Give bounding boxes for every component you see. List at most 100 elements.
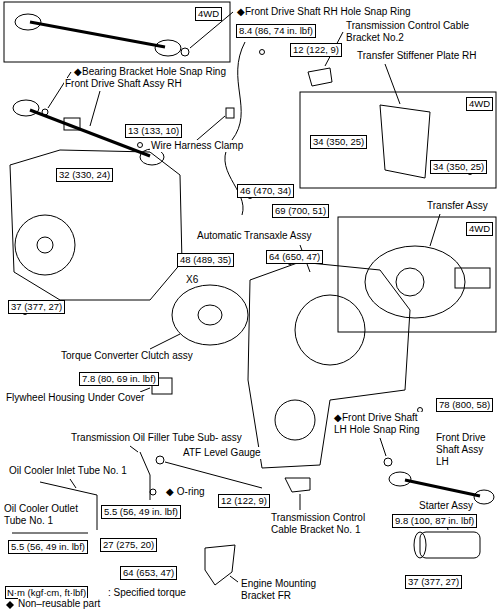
leader-line bbox=[90, 91, 100, 126]
torque-value: 7.8 (80, 69 in. lbf) bbox=[82, 373, 156, 384]
snap-ring bbox=[42, 109, 48, 115]
torque-box: 4WD bbox=[466, 97, 493, 111]
torque-value: 12 (122, 9) bbox=[221, 495, 267, 506]
drive-shaft bbox=[30, 22, 165, 47]
part-name: Starter Assy bbox=[418, 500, 474, 512]
bearing-bracket bbox=[64, 118, 80, 130]
transfer-flange bbox=[396, 268, 424, 296]
torque-box: 27 (275, 20) bbox=[100, 538, 157, 552]
part-name: Automatic Transaxle Assy bbox=[196, 230, 313, 242]
torque-value: 4WD bbox=[469, 223, 490, 234]
atf-gauge bbox=[165, 462, 262, 488]
outlet-tube bbox=[12, 533, 88, 534]
torque-value: 64 (650, 47) bbox=[269, 251, 320, 262]
quantity-mark: X6 bbox=[185, 274, 199, 286]
stiffener-plate bbox=[380, 105, 430, 178]
torque-box: 5.5 (56, 49 in. lbf) bbox=[8, 540, 88, 554]
torque-value: 5.5 (56, 49 in. lbf) bbox=[104, 506, 178, 517]
part-name: ◆Front Drive Shaft LH Hole Snap Ring bbox=[333, 412, 427, 436]
part-name: Oil Cooler Inlet Tube No. 1 bbox=[8, 465, 128, 477]
torque-box: 8.4 (86, 74 in. lbf) bbox=[236, 24, 316, 38]
transaxle-cover bbox=[275, 400, 315, 440]
torque-box: 4WD bbox=[466, 222, 493, 236]
torque-box: 37 (377, 27) bbox=[405, 575, 462, 589]
part-name: Torque Converter Clutch assy bbox=[60, 350, 194, 362]
torque-box: 12 (122, 9) bbox=[290, 43, 342, 57]
legend-diamond bbox=[6, 601, 14, 609]
o-ring bbox=[150, 489, 156, 495]
part-name: ◆ O-ring bbox=[165, 486, 206, 498]
starter-flange bbox=[414, 532, 426, 558]
part-name: Transmission Control Cable Bracket No. 1 bbox=[270, 512, 367, 536]
torque-value: 13 (133, 10) bbox=[128, 125, 179, 136]
part-name: Oil Cooler Outlet Tube No. 1 bbox=[3, 503, 95, 527]
part-name: Wire Harness Clamp bbox=[150, 140, 244, 152]
leader-line bbox=[230, 576, 238, 582]
bolt bbox=[260, 50, 265, 55]
torque-value: 27 (275, 20) bbox=[103, 539, 154, 550]
converter-hub bbox=[198, 305, 222, 325]
4wd-frame bbox=[300, 92, 496, 188]
part-name: ◆Front Drive Shaft RH Hole Snap Ring bbox=[236, 6, 412, 18]
torque-box: 69 (700, 51) bbox=[272, 204, 329, 218]
torque-value: 48 (489, 35) bbox=[180, 254, 231, 265]
torque-box: 5.5 (56, 49 in. lbf) bbox=[101, 505, 181, 519]
transfer-case bbox=[365, 246, 465, 318]
part-name: ◆Bearing Bracket Hole Snap Ring bbox=[73, 66, 227, 78]
gauge-ring bbox=[156, 456, 164, 464]
mount-bracket bbox=[205, 545, 235, 585]
torque-value: 8.4 (86, 74 in. lbf) bbox=[239, 25, 313, 36]
leader-line bbox=[430, 214, 440, 246]
drive-shaft bbox=[405, 480, 480, 496]
legend-text: : Specified torque bbox=[108, 587, 186, 599]
torque-value: 37 (377, 27) bbox=[11, 301, 62, 312]
cv-joint bbox=[155, 40, 181, 56]
snap-ring bbox=[181, 48, 189, 56]
torque-box: 4WD bbox=[195, 7, 222, 21]
cv-joint bbox=[15, 14, 41, 30]
part-name: Transfer Assy bbox=[426, 200, 489, 212]
torque-box: 7.8 (80, 69 in. lbf) bbox=[79, 372, 159, 386]
part-name: Front Drive Shaft Assy LH bbox=[435, 432, 497, 468]
torque-box: 34 (350, 25) bbox=[430, 160, 487, 174]
harness-clamp bbox=[226, 108, 234, 118]
torque-box: 46 (470, 34) bbox=[237, 184, 294, 198]
torque-box: 64 (653, 47) bbox=[120, 566, 177, 580]
torque-value: 4WD bbox=[198, 8, 219, 19]
torque-box: 32 (330, 24) bbox=[56, 168, 113, 182]
torque-value: 46 (470, 34) bbox=[240, 185, 291, 196]
filler-tube bbox=[140, 452, 150, 500]
torque-box: 78 (800, 58) bbox=[436, 398, 493, 412]
part-name: Transmission Oil Filler Tube Sub- assy bbox=[70, 432, 243, 444]
engine-block bbox=[10, 150, 182, 300]
transaxle-case bbox=[248, 262, 410, 468]
cv-joint bbox=[389, 472, 411, 486]
leader-line bbox=[385, 64, 400, 104]
torque-box: 34 (350, 25) bbox=[310, 135, 367, 149]
part-name: ATF Level Gauge bbox=[182, 447, 262, 459]
torque-value: 9.8 (100, 87 in. lbf) bbox=[395, 515, 474, 526]
part-name: Flywheel Housing Under Cover bbox=[5, 392, 145, 404]
part-name: Engine Mounting Bracket FR bbox=[240, 578, 332, 602]
flywheel bbox=[15, 215, 75, 275]
torque-box: 12 (122, 9) bbox=[218, 494, 270, 508]
torque-box: 9.8 (100, 87 in. lbf) bbox=[392, 514, 477, 528]
torque-box: 48 (489, 35) bbox=[177, 253, 234, 267]
torque-value: 78 (800, 58) bbox=[439, 399, 490, 410]
torque-value: 32 (330, 24) bbox=[59, 169, 110, 180]
leader-line bbox=[150, 334, 180, 349]
cv-joint bbox=[13, 100, 39, 116]
part-name: Front Drive Shaft Assy RH bbox=[64, 78, 183, 90]
torque-converter bbox=[172, 285, 248, 345]
torque-box: 64 (650, 47) bbox=[266, 250, 323, 264]
torque-value: 69 (700, 51) bbox=[275, 205, 326, 216]
cv-joint bbox=[474, 490, 494, 504]
transfer-output bbox=[455, 268, 490, 288]
torque-value: 12 (122, 9) bbox=[293, 44, 339, 55]
starter-body bbox=[420, 532, 480, 558]
torque-value: 37 (377, 27) bbox=[408, 576, 459, 587]
snap-ring bbox=[384, 458, 392, 466]
leader-line bbox=[380, 438, 386, 456]
legend-text: Non–reusable part bbox=[18, 598, 100, 610]
